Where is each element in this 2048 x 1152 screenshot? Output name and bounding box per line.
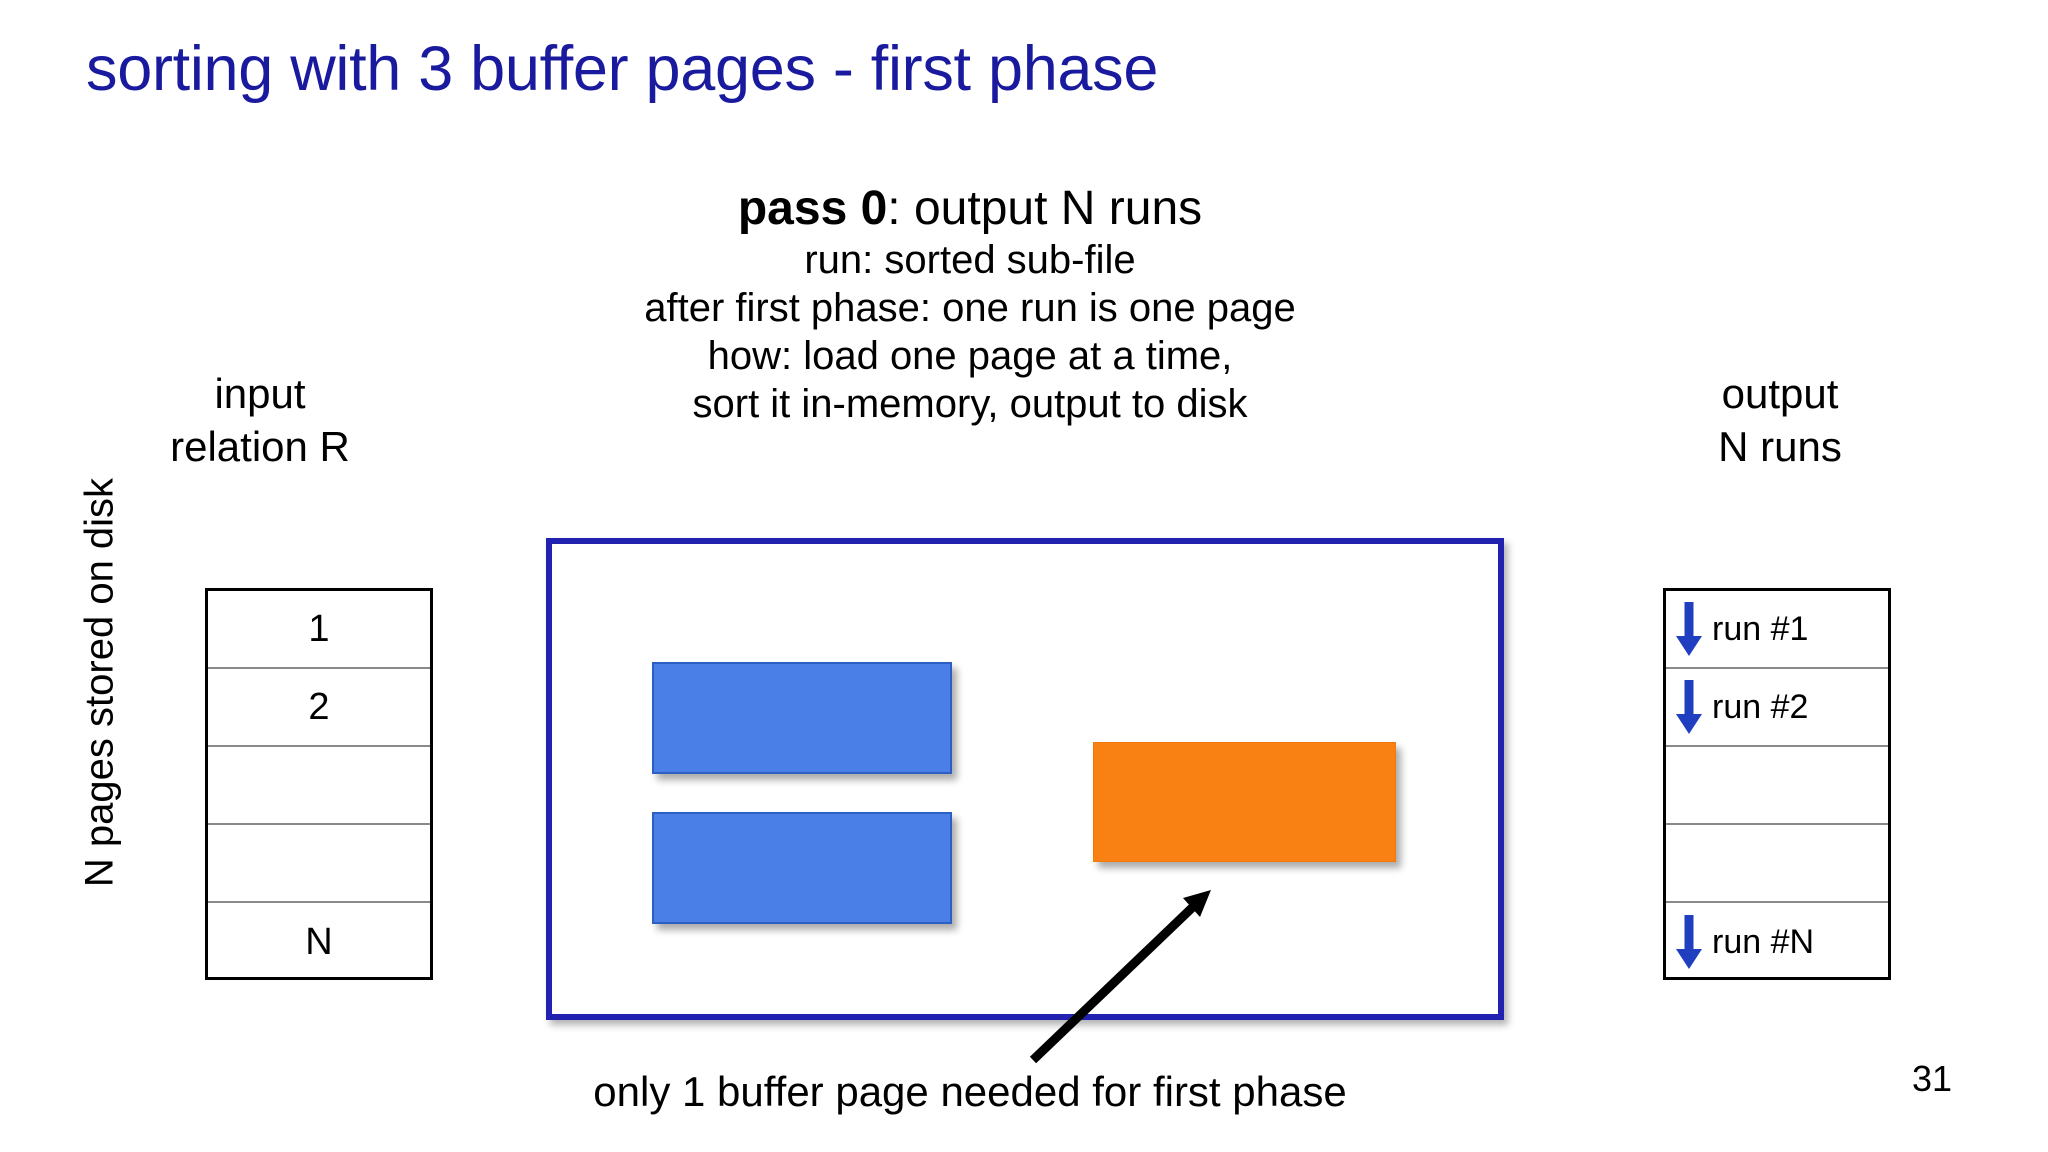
output-runs-label: output N runs [1640,368,1920,473]
pass-heading: pass 0: output N runs [500,182,1440,236]
run-cell: run #2 [1672,678,1808,736]
note-line-4: sort it in-memory, output to disk [692,381,1248,426]
table-row: run #N [1666,903,1888,981]
note-line-2: after first phase: one run is one page [644,285,1296,330]
pass-heading-rest: : output N runs [887,182,1203,235]
down-arrow-icon [1676,602,1702,656]
run-label: run #1 [1712,609,1809,648]
buffer-page-orange [1093,742,1396,862]
note-line-1: run: sorted sub-file [804,237,1136,282]
bottom-caption: only 1 buffer page needed for first phas… [593,1068,1347,1115]
table-row: N [305,920,333,963]
note-line-3: how: load one page at a time, [707,333,1233,378]
input-label-line2: relation R [170,422,350,470]
run-label: run #N [1712,922,1815,961]
disk-pages-vertical-label: N pages stored on disk [77,477,122,888]
table-row: run #1 [1666,591,1888,669]
table-row: 2 [208,669,430,747]
table-row [208,825,430,903]
buffer-page-blue-1 [652,662,952,774]
page-title: sorting with 3 buffer pages - first phas… [86,34,1159,104]
output-label-line2: N runs [1718,422,1842,470]
input-relation-label: input relation R [140,368,380,473]
run-label: run #2 [1712,687,1809,726]
down-arrow-icon [1676,680,1702,734]
page-number: 31 [1912,1058,1953,1099]
table-row: run #2 [1666,669,1888,747]
run-cell: run #1 [1672,600,1808,658]
buffer-page-blue-2 [652,812,952,924]
down-arrow-icon [1676,915,1702,969]
output-runs-table: run #1 run #2 run #N [1663,588,1891,980]
input-label-line1: input [214,370,306,417]
output-label-line1: output [1721,370,1839,417]
pass-heading-bold: pass 0 [737,182,888,235]
heading-block: pass 0: output N runs run: sorted sub-fi… [500,182,1440,428]
table-row: 1 [208,591,430,669]
table-row [1666,825,1888,903]
run-cell: run #N [1672,913,1814,971]
table-row [1666,747,1888,825]
table-row [208,747,430,825]
input-relation-table: 1 2 N [205,588,433,980]
